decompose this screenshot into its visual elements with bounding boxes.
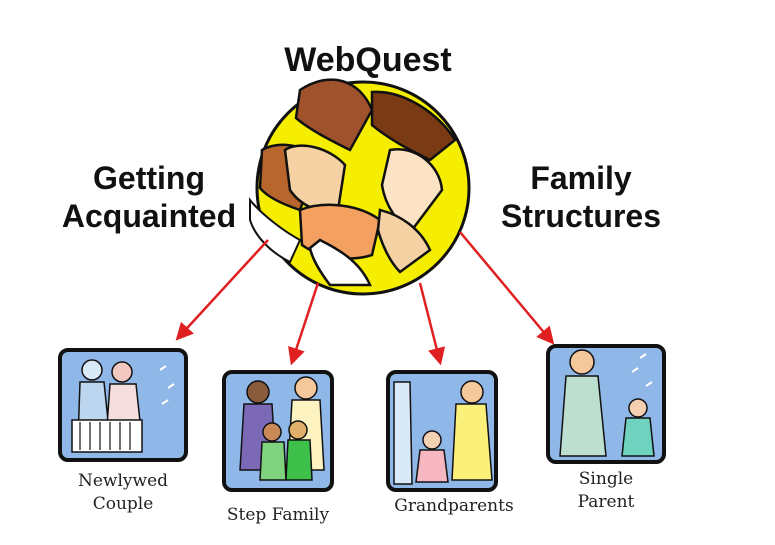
caption-line: Single [578, 469, 634, 489]
caption-line: Parent [577, 491, 635, 512]
arrow-newlywed [175, 239, 269, 341]
right-heading-line1: Family [530, 160, 632, 196]
caption-grandparents: Grandparents [384, 495, 524, 518]
caption-step-family: Step Family [214, 504, 342, 527]
right-heading: Family Structures [470, 160, 692, 236]
caption-line: Newlywed [77, 471, 169, 491]
right-heading-line2: Structures [500, 197, 662, 234]
left-heading-line2: Acquainted [61, 197, 237, 234]
step-family-icon [222, 370, 334, 492]
left-heading-line1: Getting [93, 160, 205, 196]
caption-line: Couple [92, 493, 154, 514]
arrow-grandparents [418, 282, 446, 366]
page-title: WebQuest [284, 41, 452, 79]
arrow-single-parent [459, 231, 555, 345]
single-parent-icon [546, 344, 666, 464]
grandparents-icon [386, 370, 498, 492]
joined-hands-circle-icon [249, 78, 471, 296]
caption-line: Step Family [226, 505, 330, 525]
arrows [175, 231, 555, 366]
newlywed-couple-icon [58, 348, 188, 462]
caption-newlywed-couple: Newlywed Couple [58, 470, 188, 516]
arrow-step-family [288, 282, 320, 366]
caption-line: Grandparents [394, 496, 514, 516]
left-heading: Getting Acquainted [40, 160, 258, 236]
caption-single-parent: Single Parent [546, 468, 666, 514]
